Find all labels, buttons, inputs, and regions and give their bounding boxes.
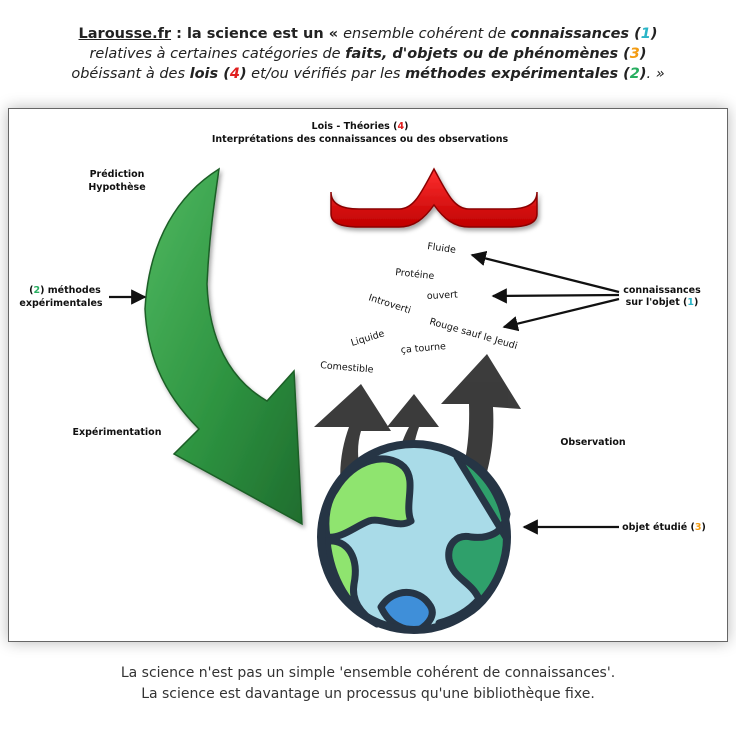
red-brace-icon bbox=[330, 167, 538, 228]
number-4: 4 bbox=[229, 66, 240, 82]
observation-label: Observation bbox=[560, 437, 626, 448]
conclusion-footer: La science n'est pas un simple 'ensemble… bbox=[0, 663, 736, 705]
green-curved-arrow-icon bbox=[144, 167, 303, 526]
number-2: 2 bbox=[629, 66, 640, 82]
methods-label: (2) méthodes bbox=[29, 285, 101, 296]
knowledge-label-line2: sur l'objet (1) bbox=[626, 297, 699, 308]
methods-label-line2: expérimentales bbox=[19, 298, 103, 309]
word-comestible: Comestible bbox=[320, 360, 374, 376]
knowledge-arrow-2-icon bbox=[491, 288, 620, 304]
definition-header: Larousse.fr : la science est un « ensemb… bbox=[0, 24, 736, 84]
number-1: 1 bbox=[640, 26, 651, 42]
laws-subtitle: Interprétations des connaissances ou des… bbox=[212, 134, 509, 145]
header-line-3: obéissant à des lois (4) et/ou vérifiés … bbox=[71, 66, 665, 82]
globe-icon bbox=[317, 440, 511, 634]
word-proteine: Protéine bbox=[395, 267, 435, 282]
object-label: objet étudié (3) bbox=[622, 522, 706, 533]
number-3: 3 bbox=[629, 46, 640, 62]
laws-title: Lois - Théories (4) bbox=[312, 121, 409, 132]
word-fluide: Fluide bbox=[427, 241, 457, 256]
footer-line-1: La science n'est pas un simple 'ensemble… bbox=[120, 665, 616, 681]
knowledge-label: connaissances bbox=[623, 285, 701, 296]
knowledge-arrow-1-icon bbox=[470, 250, 620, 294]
word-introverti: Introverti bbox=[367, 292, 412, 316]
larousse-link[interactable]: Larousse.fr bbox=[78, 26, 172, 42]
prediction-label: Prédiction bbox=[90, 169, 145, 180]
hypothesis-label: Hypothèse bbox=[88, 182, 145, 193]
word-liquide: Liquide bbox=[350, 328, 386, 349]
word-ouvert: ouvert bbox=[427, 289, 459, 302]
header-line-2: relatives à certaines catégories de fait… bbox=[89, 46, 647, 62]
experimentation-label: Expérimentation bbox=[73, 427, 162, 438]
science-process-diagram: Lois - Théories (4) Interprétations des … bbox=[19, 121, 706, 634]
header-line-1: Larousse.fr : la science est un « ensemb… bbox=[78, 26, 658, 42]
footer-line-2: La science est davantage un processus qu… bbox=[141, 686, 595, 702]
knowledge-arrow-3-icon bbox=[502, 297, 620, 332]
word-ca-tourne: ça tourne bbox=[400, 341, 446, 356]
knowledge-words: Fluide Protéine ouvert Introverti Rouge … bbox=[320, 241, 519, 376]
